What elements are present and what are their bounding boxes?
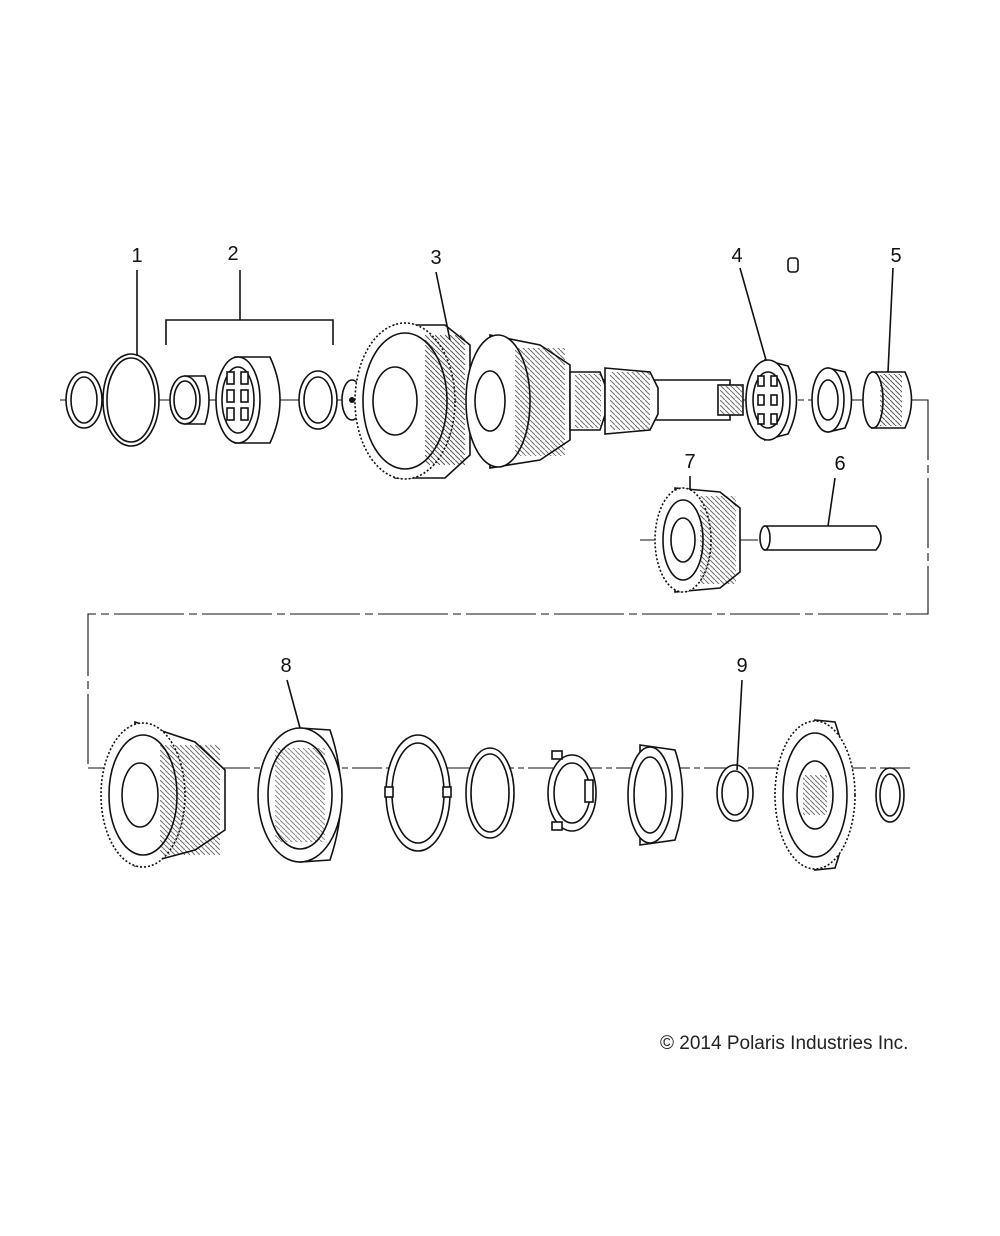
callout-3: 3 xyxy=(430,247,441,269)
part-4-dowel-pin xyxy=(787,257,799,273)
spring-clip xyxy=(547,750,597,832)
callout-9: 9 xyxy=(736,655,747,677)
callout-2: 2 xyxy=(227,243,238,265)
part-7-idler-gear xyxy=(654,487,741,593)
output-gear xyxy=(100,720,226,868)
snap-ring xyxy=(465,747,515,839)
collar xyxy=(811,366,853,434)
part-6-idler-shaft xyxy=(759,525,882,551)
part-1-large-ring xyxy=(102,353,160,447)
callout-5: 5 xyxy=(890,245,901,267)
part-2-roller-bearing xyxy=(215,356,281,444)
callout-7: 7 xyxy=(684,451,695,473)
part-5-needle-bearing xyxy=(862,371,913,429)
hub xyxy=(627,744,684,846)
callout-2-bracket xyxy=(165,319,334,345)
callout-4: 4 xyxy=(731,245,742,267)
part-8-shift-collar xyxy=(257,727,343,863)
part-3-gear-shaft xyxy=(341,322,744,480)
part-2-bearing-race xyxy=(298,370,338,430)
drive-gear xyxy=(774,719,856,871)
callout-1: 1 xyxy=(131,245,142,267)
part-1-snap-ring xyxy=(65,371,103,429)
callout-8: 8 xyxy=(280,655,291,677)
part-4-bearing xyxy=(745,358,798,442)
end-snap-ring xyxy=(875,767,905,823)
copyright-notice: © 2014 Polaris Industries Inc. xyxy=(660,1033,909,1054)
callout-6: 6 xyxy=(834,453,845,475)
part-9-circlip xyxy=(716,764,754,822)
part-2-bearing-cup xyxy=(169,375,210,425)
synchro-ring xyxy=(384,734,452,852)
